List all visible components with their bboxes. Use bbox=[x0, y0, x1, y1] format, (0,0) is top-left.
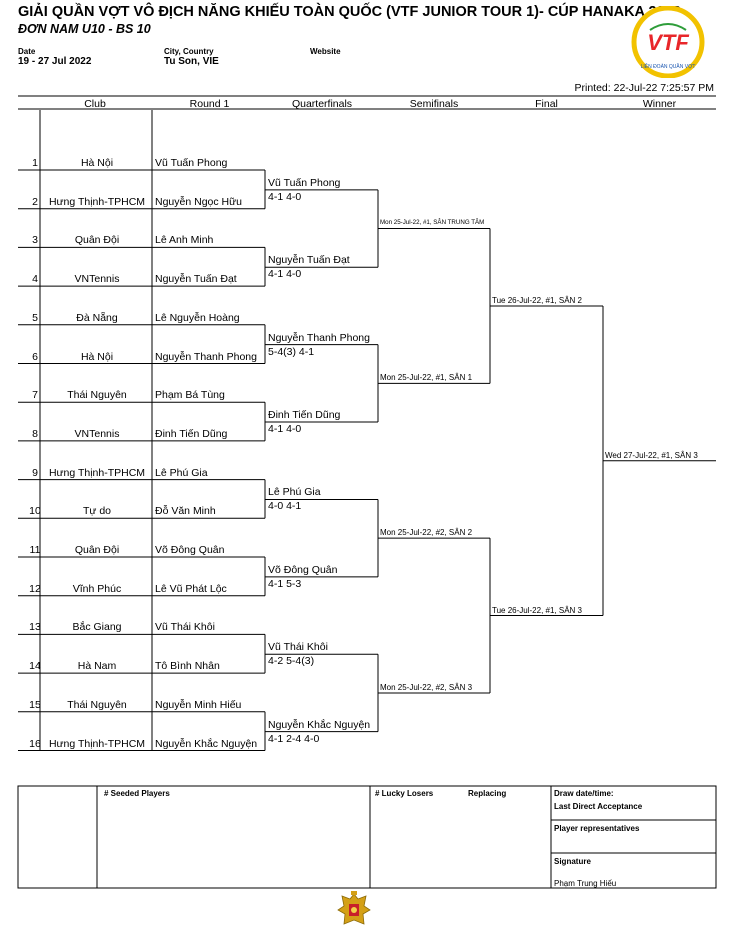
qf-winner: Đinh Tiến Dũng bbox=[268, 409, 341, 422]
club-name: VNTennis bbox=[74, 427, 120, 440]
club-name: Quân Đội bbox=[74, 544, 120, 556]
column-header: Winner bbox=[642, 98, 677, 110]
qf-score: 4-1 2-4 4-0 bbox=[268, 732, 320, 745]
date-label: Date bbox=[18, 47, 36, 56]
draw-position-number: 10 bbox=[29, 505, 41, 518]
svg-text:VTF: VTF bbox=[647, 30, 689, 55]
club-name: Hưng Thịnh-TPHCM bbox=[48, 195, 146, 208]
printed-timestamp: Printed: 22-Jul-22 7:25:57 PM bbox=[574, 82, 715, 94]
qf-winner: Vũ Thái Khôi bbox=[268, 641, 328, 654]
player-name: Phạm Bá Tùng bbox=[155, 389, 225, 402]
signature-name: Phạm Trung Hiếu bbox=[554, 879, 617, 888]
qf-score: 4-1 4-0 bbox=[268, 423, 302, 436]
club-name: Hưng Thịnh-TPHCM bbox=[48, 466, 146, 479]
player-name: Nguyễn Thanh Phong bbox=[155, 350, 257, 363]
event-title: GIẢI QUẦN VỢT VÔ ĐỊCH NĂNG KHIẾU TOÀN QU… bbox=[18, 4, 681, 20]
svg-text:LIÊN ĐOÀN QUẦN VỢT: LIÊN ĐOÀN QUẦN VỢT bbox=[641, 62, 696, 70]
city-value: Tu Son, VIE bbox=[164, 56, 219, 67]
national-emblem-icon bbox=[337, 891, 371, 925]
club-name: Vĩnh Phúc bbox=[72, 582, 122, 595]
draw-position-number: 16 bbox=[29, 737, 41, 750]
qf-score: 4-0 4-1 bbox=[268, 500, 302, 513]
club-name: Bắc Giang bbox=[72, 621, 122, 634]
player-name: Tô Bình Nhân bbox=[155, 660, 220, 673]
qf-winner: Nguyễn Thanh Phong bbox=[268, 331, 370, 344]
player-representatives-label: Player representatives bbox=[554, 824, 640, 833]
club-name: Thái Nguyên bbox=[67, 698, 127, 711]
city-label: City, Country bbox=[164, 47, 214, 56]
player-name: Nguyễn Ngọc Hữu bbox=[155, 195, 242, 208]
draw-position-number: 15 bbox=[29, 698, 41, 711]
final-schedule: Tue 26-Jul-22, #1, SÂN 2 bbox=[492, 295, 582, 305]
qf-winner: Nguyễn Khắc Nguyện bbox=[268, 718, 371, 731]
column-header: Quarterfinals bbox=[291, 98, 353, 110]
semifinal-schedule: Mon 25-Jul-22, #1, SÂN 1 bbox=[380, 373, 473, 383]
player-name: Nguyễn Tuấn Đạt bbox=[155, 273, 237, 286]
player-name: Lê Anh Minh bbox=[155, 234, 214, 247]
club-name: Đà Nẵng bbox=[76, 311, 118, 324]
club-name: Hà Nội bbox=[80, 350, 114, 363]
qf-winner: Vũ Tuấn Phong bbox=[268, 176, 341, 189]
bottom-info-table bbox=[17, 785, 717, 889]
player-name: Nguyễn Khắc Nguyện bbox=[155, 737, 258, 750]
draw-position-number: 13 bbox=[29, 621, 41, 634]
qf-winner: Võ Đông Quân bbox=[268, 563, 338, 576]
last-direct-acceptance-label: Last Direct Acceptance bbox=[554, 802, 643, 811]
draw-position-number: 9 bbox=[32, 466, 38, 479]
club-name: Thái Nguyên bbox=[67, 389, 127, 402]
qf-score: 4-1 5-3 bbox=[268, 577, 302, 590]
player-name: Đinh Tiến Dũng bbox=[155, 427, 228, 440]
winner-schedule: Wed 27-Jul-22, #1, SÂN 3 bbox=[605, 450, 698, 460]
draw-position-number: 11 bbox=[29, 544, 41, 556]
column-header: Semifinals bbox=[409, 98, 459, 110]
qf-score: 4-1 4-0 bbox=[268, 268, 302, 281]
website-label: Website bbox=[310, 47, 341, 56]
draw-position-number: 8 bbox=[32, 427, 38, 440]
lucky-losers-label: # Lucky Losers bbox=[375, 789, 434, 798]
seeded-players-label: # Seeded Players bbox=[104, 789, 170, 798]
semifinal-schedule: Mon 25-Jul-22, #2, SÂN 3 bbox=[380, 682, 473, 692]
player-name: Nguyễn Minh Hiếu bbox=[155, 698, 242, 711]
column-header: Round 1 bbox=[189, 98, 230, 110]
player-name: Lê Nguyễn Hoàng bbox=[155, 311, 240, 324]
replacing-label: Replacing bbox=[468, 789, 507, 798]
draw-date-label: Draw date/time: bbox=[554, 789, 614, 798]
qf-winner: Lê Phú Gia bbox=[268, 486, 321, 499]
player-name: Đỗ Văn Minh bbox=[155, 505, 216, 518]
date-value: 19 - 27 Jul 2022 bbox=[18, 56, 92, 67]
player-name: Vũ Tuấn Phong bbox=[155, 157, 228, 169]
column-header: Final bbox=[535, 98, 558, 110]
draw-position-number: 4 bbox=[32, 273, 38, 286]
draw-position-number: 14 bbox=[29, 660, 41, 673]
draw-position-number: 5 bbox=[32, 311, 38, 324]
draw-position-number: 12 bbox=[29, 582, 41, 595]
draw-position-number: 1 bbox=[32, 157, 38, 169]
final-schedule: Tue 26-Jul-22, #1, SÂN 3 bbox=[492, 605, 582, 615]
event-subtitle: ĐƠN NAM U10 - BS 10 bbox=[18, 22, 151, 36]
player-name: Lê Phú Gia bbox=[155, 466, 208, 479]
semifinal-schedule: Mon 25-Jul-22, #1, SÂN TRUNG TÂM bbox=[380, 218, 485, 226]
player-name: Võ Đông Quân bbox=[155, 544, 225, 556]
club-name: VNTennis bbox=[74, 273, 120, 286]
column-header: Club bbox=[84, 98, 106, 110]
qf-score: 4-1 4-0 bbox=[268, 190, 302, 203]
club-name: Tự do bbox=[82, 505, 112, 518]
draw-position-number: 7 bbox=[32, 389, 38, 402]
qf-score: 5-4(3) 4-1 bbox=[268, 345, 315, 358]
club-name: Hà Nam bbox=[77, 660, 117, 673]
draw-position-number: 6 bbox=[32, 350, 38, 363]
club-name: Hà Nội bbox=[80, 157, 114, 169]
player-name: Lê Vũ Phát Lộc bbox=[155, 582, 227, 595]
semifinal-schedule: Mon 25-Jul-22, #2, SÂN 2 bbox=[380, 528, 473, 538]
vtf-logo: VTF LIÊN ĐOÀN QUẦN VỢT bbox=[631, 6, 705, 78]
club-name: Quân Đội bbox=[74, 234, 120, 247]
draw-position-number: 2 bbox=[32, 195, 38, 208]
draw-position-number: 3 bbox=[32, 234, 38, 247]
club-name: Hưng Thịnh-TPHCM bbox=[48, 737, 146, 750]
player-name: Vũ Thái Khôi bbox=[155, 621, 215, 634]
signature-label: Signature bbox=[554, 857, 591, 866]
qf-score: 4-2 5-4(3) bbox=[268, 655, 315, 668]
qf-winner: Nguyễn Tuấn Đạt bbox=[268, 254, 350, 267]
